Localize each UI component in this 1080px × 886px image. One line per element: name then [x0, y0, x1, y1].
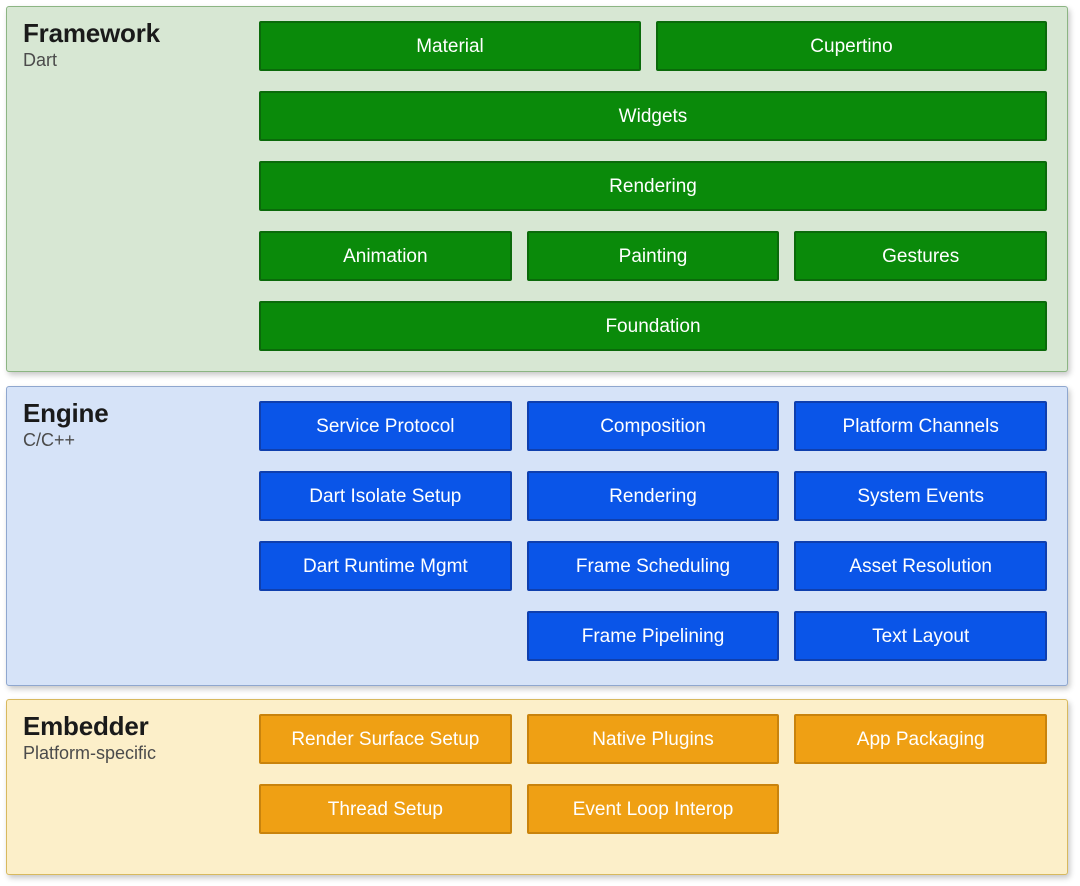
box-composition[interactable]: Composition: [526, 401, 780, 451]
box-dart-isolate-setup[interactable]: Dart Isolate Setup: [259, 471, 512, 521]
box-service-protocol[interactable]: Service Protocol: [259, 401, 512, 451]
layer-framework: Framework Dart Material Cupertino Widget…: [6, 6, 1068, 372]
layer-framework-title: Framework: [23, 18, 160, 48]
box-frame-pipelining[interactable]: Frame Pipelining: [526, 611, 780, 661]
layer-embedder-grid: Render Surface Setup Native Plugins App …: [259, 700, 1067, 848]
layer-framework-grid: Material Cupertino Widgets Rendering Ani…: [259, 7, 1067, 365]
framework-row-2: Widgets: [259, 91, 1047, 141]
layer-engine-grid: Service Protocol Composition Platform Ch…: [259, 387, 1067, 675]
layer-embedder-label: Embedder Platform-specific: [7, 700, 259, 766]
box-foundation[interactable]: Foundation: [259, 301, 1047, 351]
engine-row-4: Frame Pipelining Text Layout: [259, 611, 1048, 661]
framework-row-1: Material Cupertino: [259, 21, 1047, 71]
engine-row-3: Dart Runtime Mgmt Frame Scheduling Asset…: [259, 541, 1048, 591]
framework-row-3: Rendering: [259, 161, 1047, 211]
box-painting[interactable]: Painting: [526, 231, 780, 281]
box-asset-resolution[interactable]: Asset Resolution: [794, 541, 1048, 591]
box-platform-channels[interactable]: Platform Channels: [794, 401, 1048, 451]
box-animation[interactable]: Animation: [259, 231, 512, 281]
layer-embedder-title: Embedder: [23, 711, 149, 741]
box-rendering-engine[interactable]: Rendering: [526, 471, 780, 521]
box-cupertino[interactable]: Cupertino: [656, 21, 1047, 71]
layer-engine-title: Engine: [23, 398, 109, 428]
box-material[interactable]: Material: [259, 21, 641, 71]
framework-row-5: Foundation: [259, 301, 1047, 351]
box-gestures[interactable]: Gestures: [794, 231, 1048, 281]
framework-row-4: Animation Painting Gestures: [259, 231, 1048, 281]
engine-row-2: Dart Isolate Setup Rendering System Even…: [259, 471, 1048, 521]
layer-engine: Engine C/C++ Service Protocol Compositio…: [6, 386, 1068, 686]
layer-embedder: Embedder Platform-specific Render Surfac…: [6, 699, 1068, 875]
box-widgets[interactable]: Widgets: [259, 91, 1047, 141]
embedder-row-2: Thread Setup Event Loop Interop: [259, 784, 1047, 834]
box-dart-runtime-mgmt[interactable]: Dart Runtime Mgmt: [259, 541, 512, 591]
layer-engine-label: Engine C/C++: [7, 387, 259, 453]
box-text-layout[interactable]: Text Layout: [794, 611, 1048, 661]
embedder-row-2-spacer: [794, 784, 1047, 834]
layer-engine-subtitle: C/C++: [23, 430, 76, 451]
box-event-loop-interop[interactable]: Event Loop Interop: [526, 784, 780, 834]
box-native-plugins[interactable]: Native Plugins: [526, 714, 780, 764]
embedder-row-1: Render Surface Setup Native Plugins App …: [259, 714, 1048, 764]
layer-framework-label: Framework Dart: [7, 7, 259, 73]
box-rendering-framework[interactable]: Rendering: [259, 161, 1047, 211]
box-frame-scheduling[interactable]: Frame Scheduling: [526, 541, 780, 591]
layer-framework-subtitle: Dart: [23, 50, 58, 71]
box-thread-setup[interactable]: Thread Setup: [259, 784, 512, 834]
engine-row-1: Service Protocol Composition Platform Ch…: [259, 401, 1048, 451]
engine-row-4-spacer: [259, 611, 512, 661]
layer-embedder-subtitle: Platform-specific: [23, 743, 157, 764]
box-render-surface-setup[interactable]: Render Surface Setup: [259, 714, 512, 764]
box-system-events[interactable]: System Events: [794, 471, 1048, 521]
box-app-packaging[interactable]: App Packaging: [794, 714, 1048, 764]
